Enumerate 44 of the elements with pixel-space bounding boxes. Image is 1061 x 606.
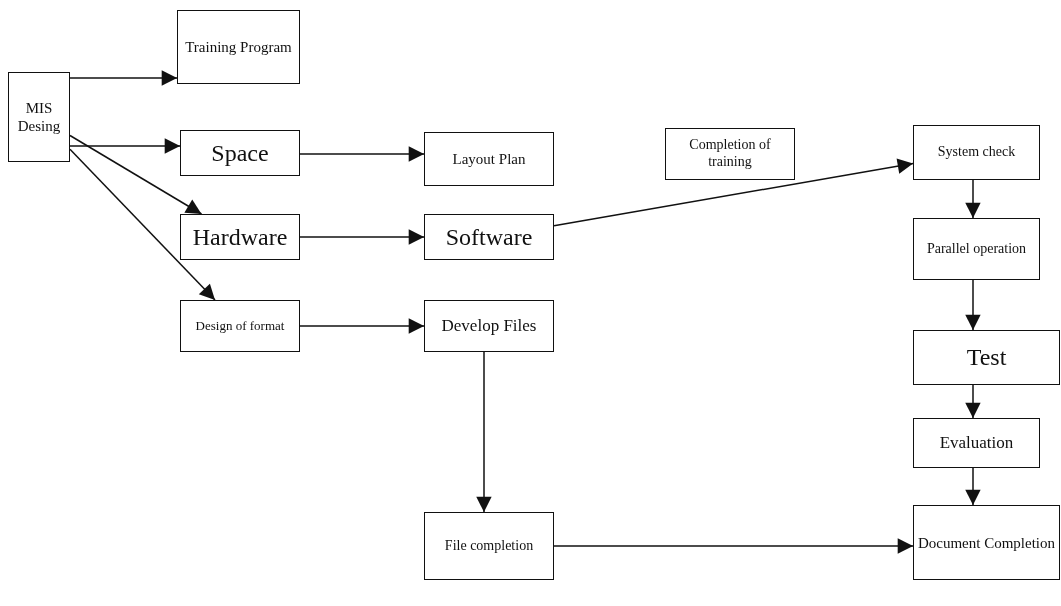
process-box bbox=[913, 125, 1040, 180]
arrow bbox=[299, 318, 425, 334]
box-label: Document Completion bbox=[917, 533, 1056, 552]
arrow bbox=[69, 70, 178, 86]
box-label: Develop Files bbox=[441, 315, 537, 337]
process-box bbox=[913, 418, 1040, 468]
box-label: Hardware bbox=[192, 222, 288, 252]
process-box bbox=[913, 505, 1060, 580]
process-box bbox=[424, 132, 554, 186]
process-box bbox=[665, 128, 795, 180]
box-label: Layout Plan bbox=[452, 150, 526, 168]
arrow bbox=[965, 467, 981, 506]
process-box bbox=[180, 130, 300, 176]
process-box bbox=[177, 10, 300, 84]
arrow bbox=[553, 158, 914, 227]
process-box bbox=[424, 214, 554, 260]
arrow bbox=[299, 229, 425, 245]
box-label: Training Program bbox=[185, 38, 292, 56]
box-label: Design of format bbox=[195, 318, 285, 334]
box-label: Evaluation bbox=[939, 432, 1014, 454]
box-label: Test bbox=[966, 343, 1007, 372]
arrow bbox=[69, 138, 181, 154]
arrow bbox=[69, 148, 216, 301]
arrow bbox=[299, 146, 425, 162]
process-box bbox=[913, 218, 1040, 280]
arrow bbox=[965, 179, 981, 219]
box-label: System check bbox=[937, 144, 1016, 161]
arrow bbox=[69, 134, 203, 215]
process-box bbox=[180, 300, 300, 352]
process-box bbox=[180, 214, 300, 260]
box-label: Software bbox=[445, 222, 533, 252]
box-label: MIS Desing bbox=[16, 99, 62, 135]
process-box bbox=[424, 300, 554, 352]
arrow bbox=[965, 279, 981, 331]
arrow bbox=[553, 538, 914, 554]
arrow bbox=[476, 351, 492, 513]
box-label: Parallel operation bbox=[926, 240, 1027, 258]
box-label: File completion bbox=[444, 537, 534, 555]
box-label: Completion of training bbox=[688, 137, 772, 171]
process-box bbox=[913, 330, 1060, 385]
process-box bbox=[8, 72, 70, 162]
arrow bbox=[965, 384, 981, 419]
process-box bbox=[424, 512, 554, 580]
box-label: Space bbox=[211, 138, 269, 168]
